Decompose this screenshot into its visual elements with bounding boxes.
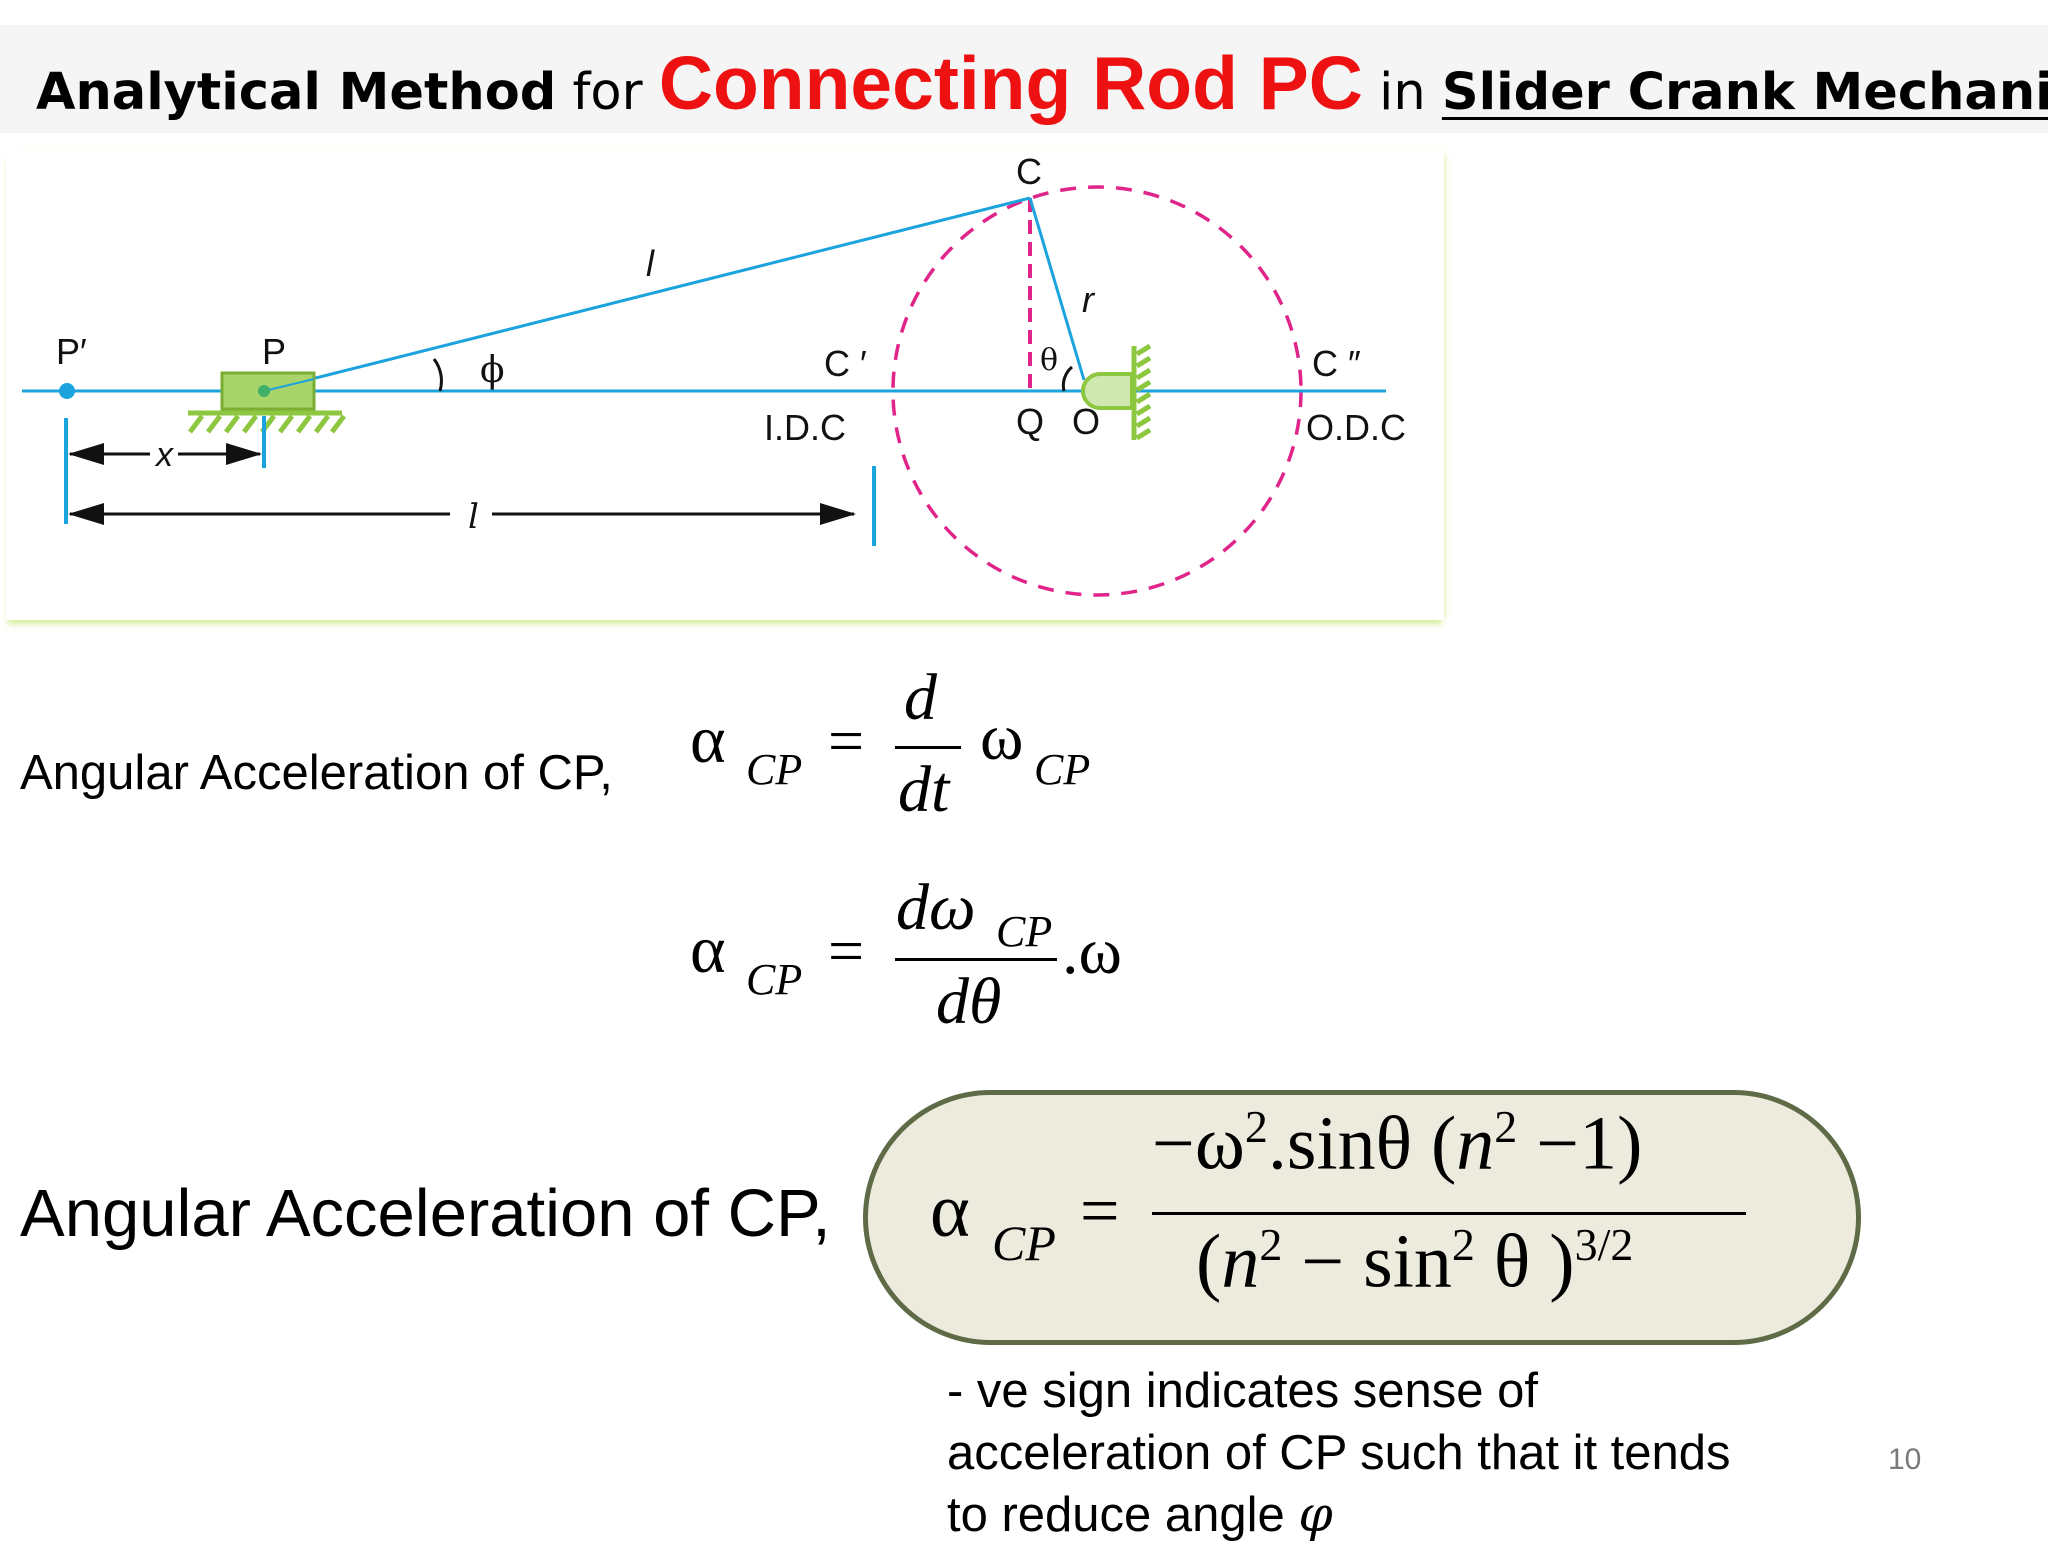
label-angular-acceleration-2: Angular Acceleration of CP, (20, 1176, 831, 1251)
eq1-omega-sub: CP (1034, 745, 1091, 794)
slide-title: Analytical Method for Connecting Rod PC … (36, 38, 2048, 138)
title-part-for: for (572, 63, 643, 122)
eq2-numerator-sub: CP (996, 907, 1053, 956)
eq3-den-sin: − sin (1282, 1219, 1452, 1304)
result-equation-box (863, 1090, 1861, 1345)
label-l-stroke: l (468, 497, 479, 537)
eq2-fraction-bar (895, 958, 1057, 961)
pivot-wall-hatch (1131, 343, 1152, 441)
eq3-den-n: n (1221, 1219, 1260, 1304)
eq1-alpha: α (690, 701, 726, 777)
note-line-2: acceleration of CP such that it tends (947, 1426, 1731, 1480)
eq3-num-minus-one: −1) (1517, 1101, 1643, 1186)
eq2-numerator: dω (896, 871, 976, 944)
label-p: P (262, 331, 286, 372)
label-x: x (154, 436, 174, 474)
eq2-alpha-sub: CP (746, 955, 803, 1004)
eq2-denominator: dθ (936, 965, 1002, 1038)
eq3-num-minus-omega: −ω (1152, 1101, 1245, 1186)
title-part-connecting-rod: Connecting Rod PC (658, 41, 1363, 125)
eq1-fraction-bar (895, 746, 961, 749)
eq3-fraction-bar (1152, 1212, 1746, 1215)
equation-3: α CP = −ω2.sinθ (n2 −1) (n2 − sin2 θ )3/… (930, 1100, 1810, 1340)
eq3-den-sup2: 2 (1451, 1219, 1475, 1270)
slider-pin (258, 385, 270, 397)
label-theta: θ (1040, 343, 1058, 378)
title-part-mechanism: Slider Crank Mechanism (1441, 63, 2048, 122)
eq3-num-n: n (1456, 1101, 1495, 1186)
eq3-den-open: ( (1196, 1219, 1222, 1304)
theta-arc (1061, 365, 1074, 392)
label-idc: I.D.C (764, 407, 846, 448)
note-line-3-text: to reduce angle (947, 1488, 1299, 1542)
label-o: O (1072, 401, 1100, 442)
slider-crank-diagram: P′ P l ϕ C r θ C ′ C ″ I.D.C O.D.C Q O x… (22, 151, 1406, 597)
equation-2: α CP = dω CP dθ .ω (690, 870, 1170, 1050)
eq1-omega: ω (980, 701, 1024, 774)
label-c-prime: C ′ (824, 343, 867, 384)
eq3-equals: = (1080, 1173, 1120, 1250)
slider-rod-stub (263, 378, 315, 392)
label-p-prime: P′ (56, 331, 87, 372)
note-phi-symbol: φ (1298, 1486, 1333, 1543)
label-l-rod: l (646, 243, 655, 284)
eq2-dot-omega: .ω (1062, 915, 1122, 988)
eq3-den-theta: θ ) (1474, 1219, 1575, 1304)
eq1-alpha-sub: CP (746, 745, 803, 794)
eq3-den-sup1: 2 (1259, 1219, 1283, 1270)
note-line-1: - ve sign indicates sense of (947, 1364, 1539, 1418)
eq1-equals: = (828, 705, 865, 776)
equation-1: α CP = d dt ω CP (690, 660, 1110, 840)
eq2-equals: = (828, 915, 865, 986)
phi-arc (432, 358, 443, 392)
connecting-rod (263, 196, 1031, 393)
eq3-den-sup3: 3/2 (1574, 1219, 1634, 1270)
eq3-alpha: α (930, 1169, 970, 1253)
slider-ground-hatch (188, 410, 346, 434)
p-prime-point (59, 383, 75, 399)
eq3-num-sup1: 2 (1244, 1101, 1268, 1152)
label-c: C (1016, 151, 1042, 192)
label-angular-acceleration-1: Angular Acceleration of CP, (20, 746, 613, 800)
note-line-3: to reduce angle φ (947, 1484, 1827, 1546)
title-bar (0, 25, 2048, 133)
eq3-num-sup2: 2 (1494, 1101, 1518, 1152)
eq2-alpha: α (690, 911, 726, 987)
eq3-denominator: (n2 − sin2 θ )3/2 (1196, 1218, 1633, 1305)
title-part-in: in (1379, 63, 1426, 122)
eq3-num-sin: .sinθ ( (1267, 1101, 1457, 1186)
label-q: Q (1016, 401, 1044, 442)
label-r: r (1082, 279, 1096, 320)
eq1-numerator: d (904, 661, 937, 734)
eq1-denominator: dt (898, 753, 950, 826)
sign-note: - ve sign indicates sense of acceleratio… (947, 1360, 1827, 1546)
eq3-alpha-sub: CP (992, 1215, 1056, 1271)
crank (1028, 197, 1086, 381)
title-part-analytical: Analytical Method (36, 63, 557, 122)
page-number: 10 (1888, 1443, 1922, 1476)
label-c-double-prime: C ″ (1312, 343, 1361, 384)
label-odc: O.D.C (1306, 407, 1406, 448)
label-phi: ϕ (480, 350, 505, 391)
eq3-numerator: −ω2.sinθ (n2 −1) (1152, 1100, 1642, 1187)
crank-pivot (1081, 372, 1134, 410)
